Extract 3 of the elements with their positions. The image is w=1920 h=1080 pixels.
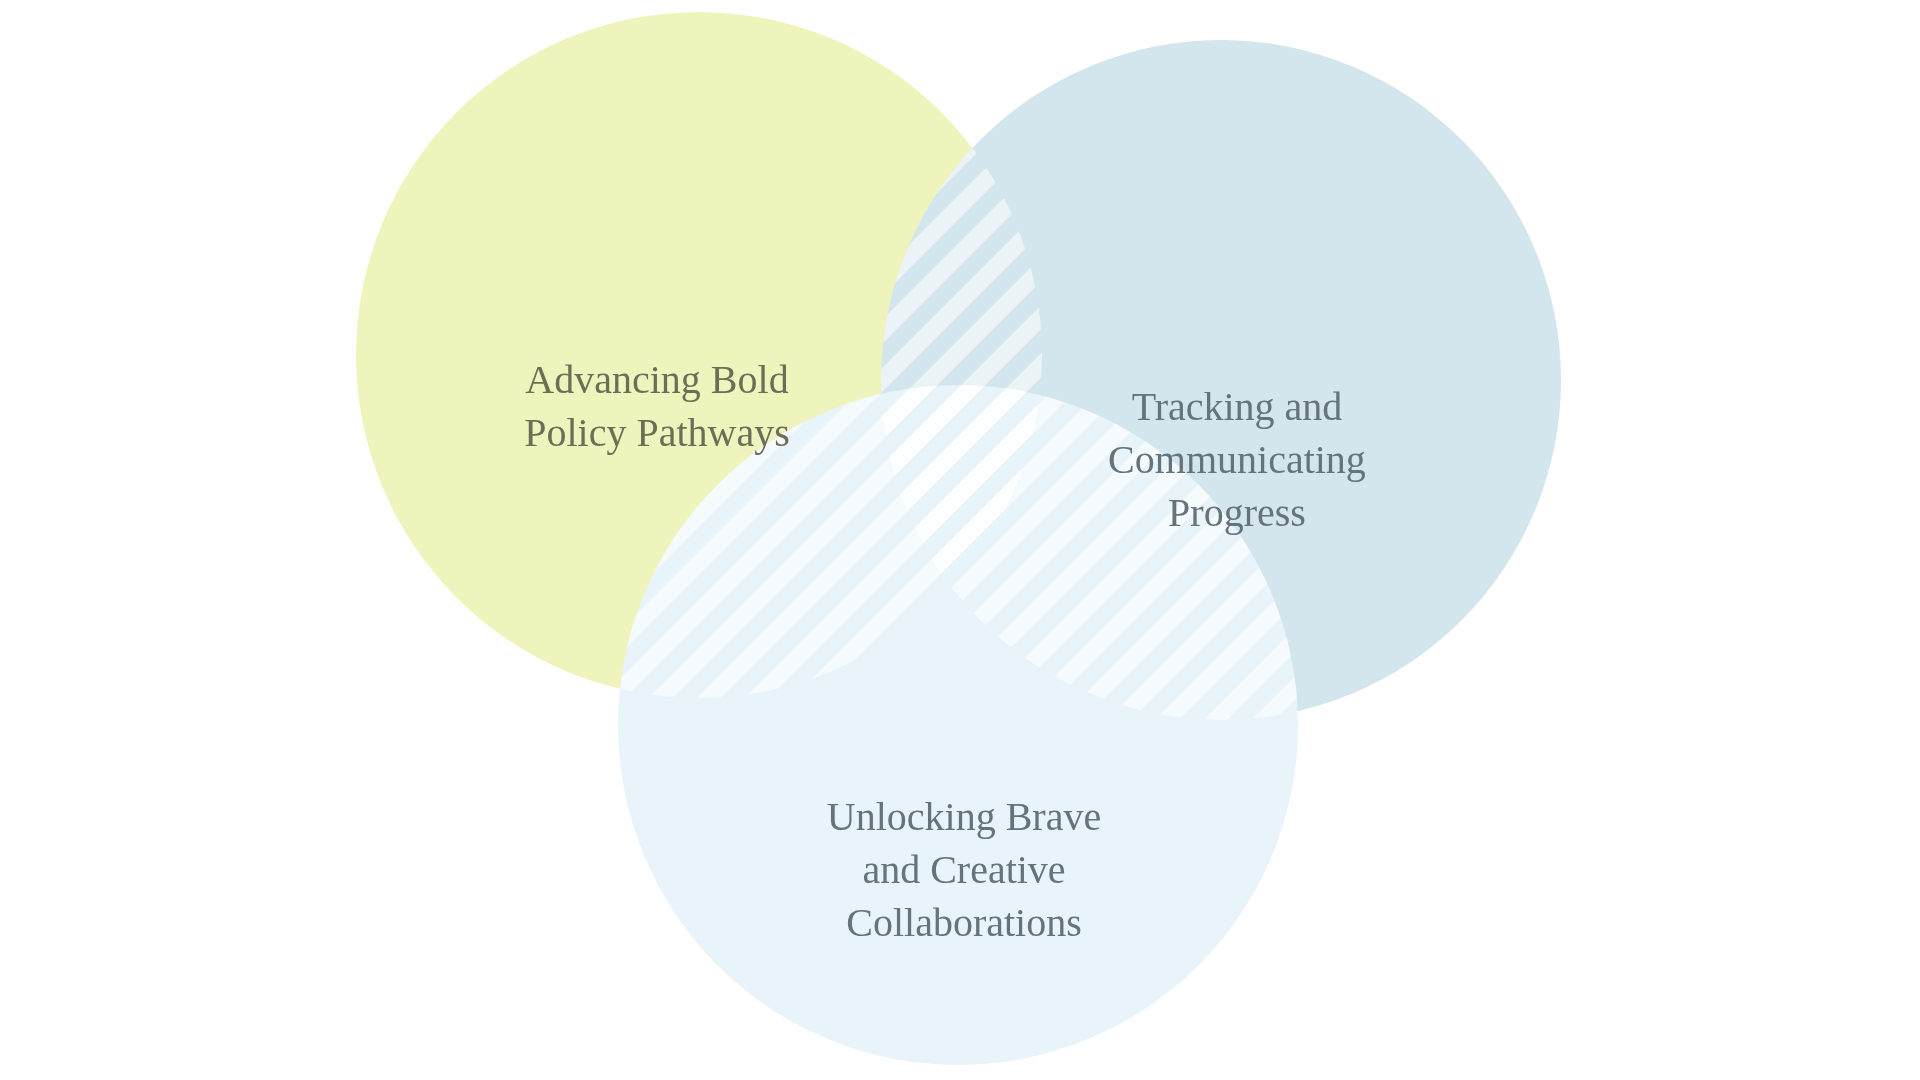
circle-label: Advancing Bold Policy Pathways: [523, 356, 791, 457]
circle-label: Unlocking Brave and Creative Collaborations: [825, 793, 1103, 947]
circle-label: Tracking and Communicating Progress: [1107, 383, 1367, 537]
